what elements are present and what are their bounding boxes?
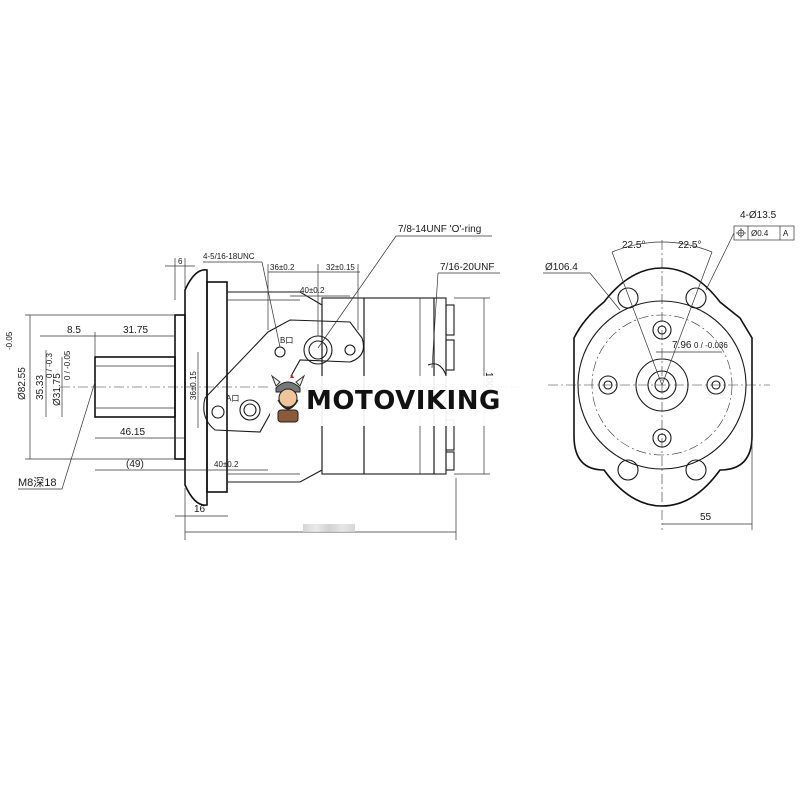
port-a — [239, 399, 261, 421]
dim-pilot-tolerance: -0.05 — [5, 331, 14, 350]
keyway-tol: 0 / -0.036 — [694, 341, 728, 350]
dim-36-port: 36±0.2 — [270, 263, 295, 272]
drain-thread-label: 7/16-20UNF — [440, 262, 494, 273]
viking-mascot-icon — [270, 374, 306, 423]
angle-right: 22.5° — [678, 240, 701, 251]
dim-31-75: 31.75 — [123, 325, 148, 336]
blurred-label — [303, 524, 355, 532]
brand-watermark: MOTOVIKING — [306, 386, 501, 416]
port-thread-label: 7/8-14UNF 'O'-ring — [398, 224, 481, 235]
dim-36-vertical: 36±0.15 — [189, 371, 198, 400]
dim-flange-thickness: 6 — [178, 257, 183, 266]
front-flange-outline — [573, 267, 753, 507]
drain-port — [427, 363, 447, 376]
mount-hole — [617, 459, 639, 481]
dim-shaft-diameter: Ø31.75 — [52, 373, 63, 406]
dim-40-top: 40±0.2 — [300, 286, 325, 295]
pcd-label: Ø106.4 — [545, 262, 578, 273]
dim-pilot-diameter: Ø82.55 — [17, 367, 28, 400]
mount-hole — [617, 287, 639, 309]
dim-shaft-upper: 35.33 — [35, 375, 46, 400]
port-b-label: B口 — [280, 336, 293, 345]
position-tolerance: Ø0.4 — [751, 229, 769, 238]
watermark-band — [270, 376, 532, 426]
dim-49: (49) — [126, 459, 144, 470]
dim-32-port: 32±0.15 — [326, 263, 355, 272]
port-b — [303, 335, 333, 365]
mount-hole — [685, 287, 707, 309]
datum-label: A — [783, 229, 789, 238]
dim-40-bottom: 40±0.2 — [214, 460, 239, 469]
dim-16: 16 — [194, 504, 206, 515]
dim-shaft-diameter-tol: 0 / -0.05 — [63, 350, 72, 380]
angle-left: 22.5° — [622, 240, 645, 251]
mount-hole — [685, 459, 707, 481]
dim-46-15: 46.15 — [120, 427, 145, 438]
dim-shaft-upper-tol: 0 / -0.3 — [45, 353, 54, 378]
dim-8-5: 8.5 — [67, 325, 81, 336]
thread-ports-label: 4-5/16-18UNC — [203, 252, 255, 261]
keyway-dim: 7.96 — [672, 340, 692, 351]
dim-55: 55 — [700, 512, 712, 523]
position-tolerance-frame: Ø0.4 A — [733, 225, 795, 241]
holes-label: 4-Ø13.5 — [740, 210, 777, 221]
port-b-bolt-hole — [274, 346, 286, 358]
thread-m8-label: M8深18 — [18, 476, 57, 489]
port-a-label: A口 — [226, 394, 239, 403]
mounting-flange — [184, 269, 208, 506]
front-view: 22.5° 22.5° 4-Ø13.5 Ø0.4 A Ø106.4 7.96 0… — [543, 210, 795, 530]
port-block — [203, 319, 365, 433]
